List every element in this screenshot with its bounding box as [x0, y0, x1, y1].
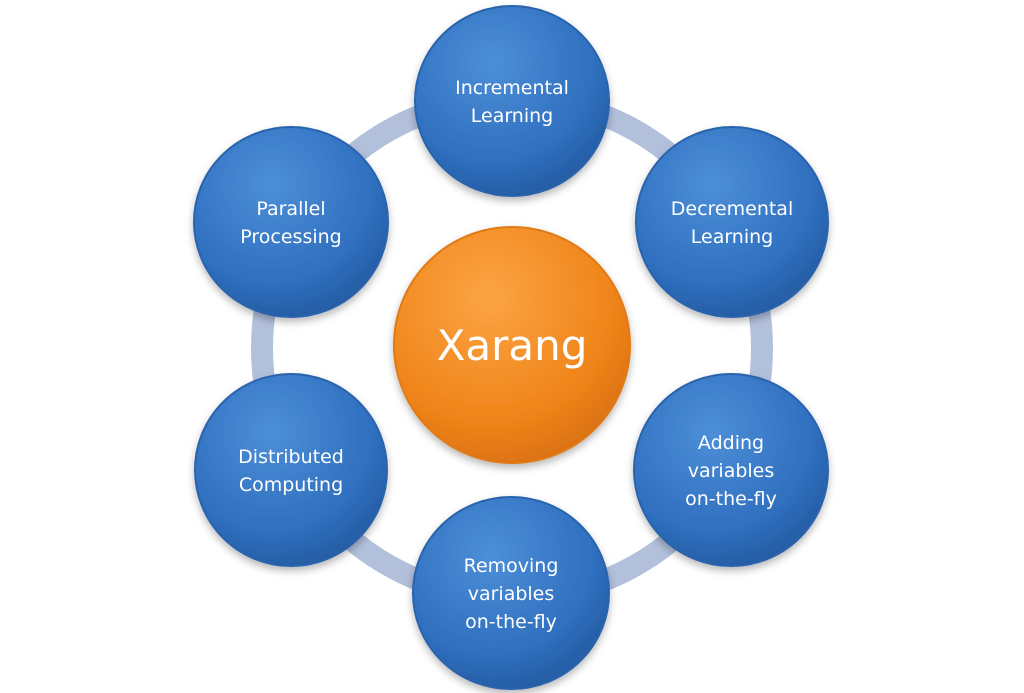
node-label-removing-variables: Removing — [464, 555, 559, 577]
node-circle-decremental-learning — [635, 126, 829, 318]
center-circle — [393, 226, 631, 464]
node-label-incremental-learning: Incremental — [455, 77, 569, 99]
node-label-parallel-processing: Processing — [240, 226, 341, 248]
node-label-removing-variables: on-the-fly — [465, 611, 557, 633]
node-label-adding-variables: Adding — [698, 432, 764, 454]
node-label-incremental-learning: Learning — [471, 105, 554, 127]
node-circle-incremental-learning — [414, 5, 610, 197]
outer-nodes: IncrementalLearningDecrementalLearningAd… — [193, 5, 829, 690]
node-label-distributed-computing: Computing — [239, 474, 343, 496]
node-label-adding-variables: on-the-fly — [685, 488, 777, 510]
node-circle-adding-variables — [633, 373, 829, 567]
node-label-decremental-learning: Decremental — [671, 198, 793, 220]
node-label-distributed-computing: Distributed — [238, 446, 344, 468]
node-removing-variables: Removing variables on-the-fly — [412, 496, 610, 690]
node-label-parallel-processing: Parallel — [256, 198, 325, 220]
node-circle-parallel-processing — [193, 126, 389, 318]
center-label: Xarang — [437, 321, 588, 370]
node-circle-removing-variables — [412, 496, 610, 690]
node-label-adding-variables: variables — [688, 460, 775, 482]
center-node: Xarang — [393, 226, 631, 464]
node-adding-variables: Adding variables on-the-fly — [633, 373, 829, 567]
node-label-removing-variables: variables — [468, 583, 555, 605]
node-label-decremental-learning: Learning — [691, 226, 774, 248]
node-circle-distributed-computing — [194, 373, 388, 567]
